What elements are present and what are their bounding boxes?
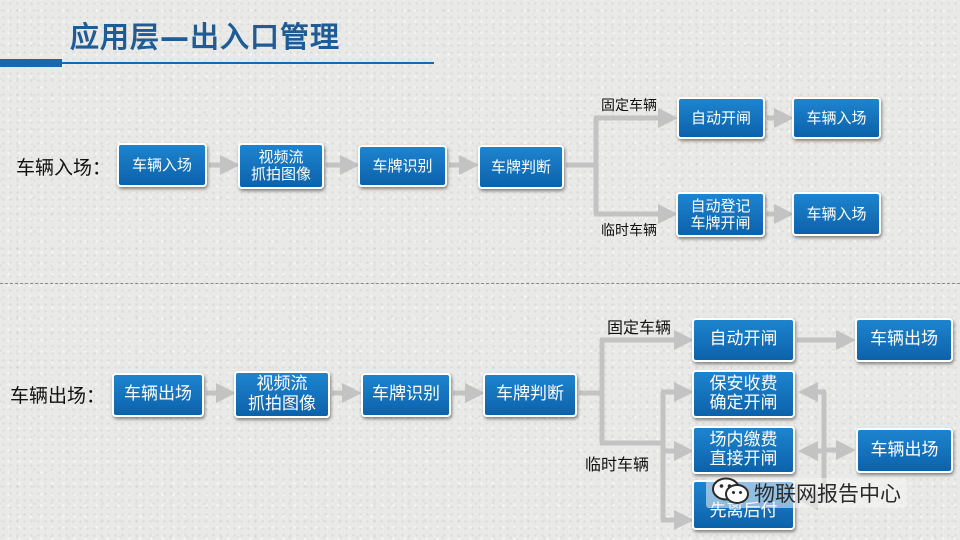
entry-step-video-capture: 视频流 抓拍图像 xyxy=(238,143,324,189)
exit-fixed-label: 固定车辆 xyxy=(607,318,672,337)
entry-fixed-label: 固定车辆 xyxy=(601,98,657,114)
watermark: 物联网报告中心 xyxy=(706,477,907,509)
exit-step-plate-recognition: 车牌识别 xyxy=(361,373,451,417)
entry-temp-auto-register: 自动登记 车牌开闸 xyxy=(676,192,765,237)
wechat-icon xyxy=(712,477,750,509)
entry-fixed-auto-open: 自动开闸 xyxy=(677,97,765,139)
entry-temporary-label: 临时车辆 xyxy=(601,223,657,239)
page-title: 应用层—出入口管理 xyxy=(70,20,341,54)
entry-fixed-result: 车辆入场 xyxy=(792,97,881,139)
entry-step-vehicle-entry: 车辆入场 xyxy=(117,143,207,187)
exit-option-security-fee: 保安收费 确定开闸 xyxy=(692,370,795,418)
exit-step-vehicle-exit: 车辆出场 xyxy=(112,373,204,417)
exit-fixed-auto-open: 自动开闸 xyxy=(692,318,795,362)
watermark-text: 物联网报告中心 xyxy=(754,482,901,506)
entry-section-label: 车辆入场： xyxy=(16,157,112,179)
exit-step-plate-judgment: 车牌判断 xyxy=(483,373,577,417)
exit-fixed-result: 车辆出场 xyxy=(855,318,953,362)
section-divider xyxy=(0,283,960,284)
entry-step-plate-recognition: 车牌识别 xyxy=(358,145,447,187)
exit-section-label: 车辆出场： xyxy=(10,385,106,407)
exit-temporary-label: 临时车辆 xyxy=(585,455,650,474)
exit-temp-result: 车辆出场 xyxy=(856,428,953,473)
title-underline xyxy=(0,62,434,64)
exit-step-video-capture: 视频流 抓拍图像 xyxy=(234,371,330,418)
entry-temp-result: 车辆入场 xyxy=(792,192,881,236)
exit-option-pay-in-lot: 场内缴费 直接开闸 xyxy=(692,426,795,474)
entry-step-plate-judgment: 车牌判断 xyxy=(478,145,564,189)
